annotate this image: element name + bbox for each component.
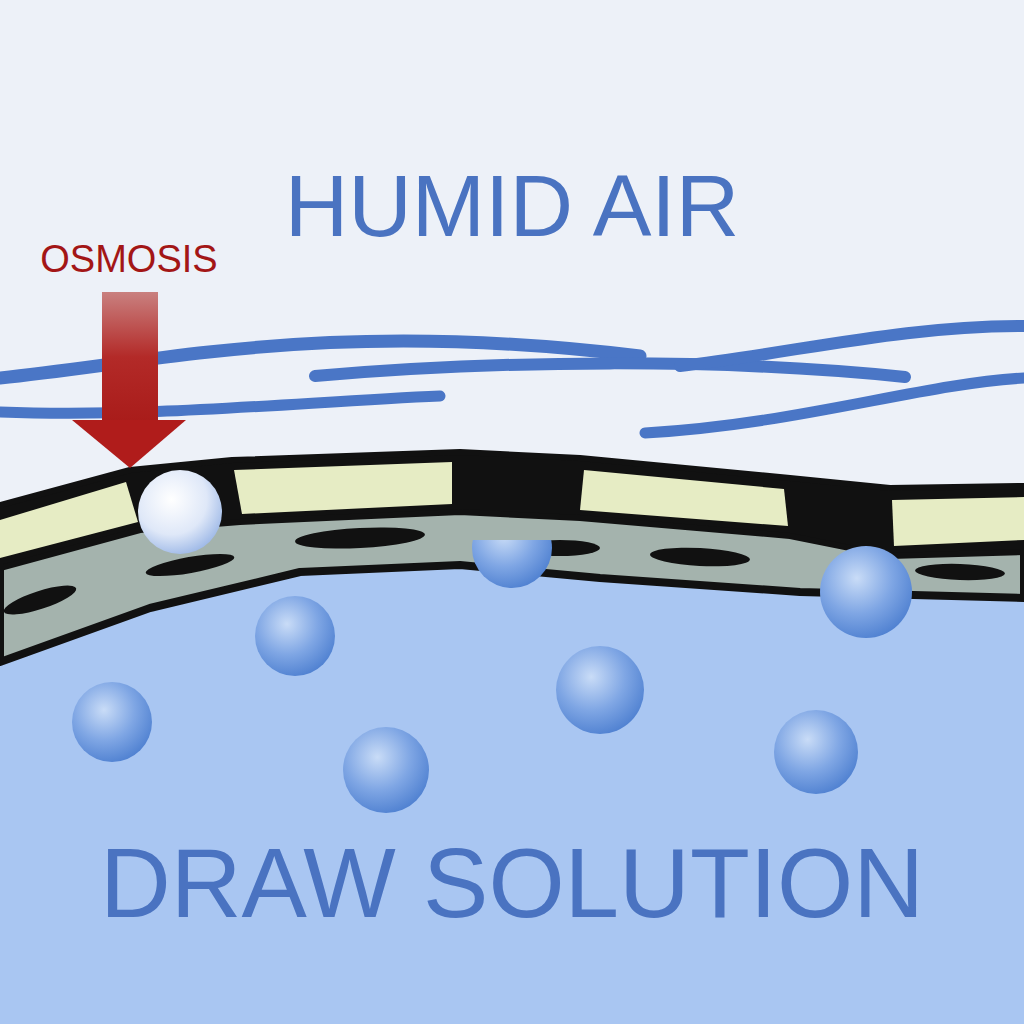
- region-label: DRAW SOLUTION: [100, 834, 924, 932]
- water-drop: [138, 470, 222, 554]
- region-label: HUMID AIR: [285, 162, 740, 250]
- drops-in-membrane: [472, 540, 912, 638]
- process-label: OSMOSIS: [40, 240, 217, 278]
- drops-in-solution: [72, 596, 858, 813]
- osmosis-arrow: [72, 292, 186, 468]
